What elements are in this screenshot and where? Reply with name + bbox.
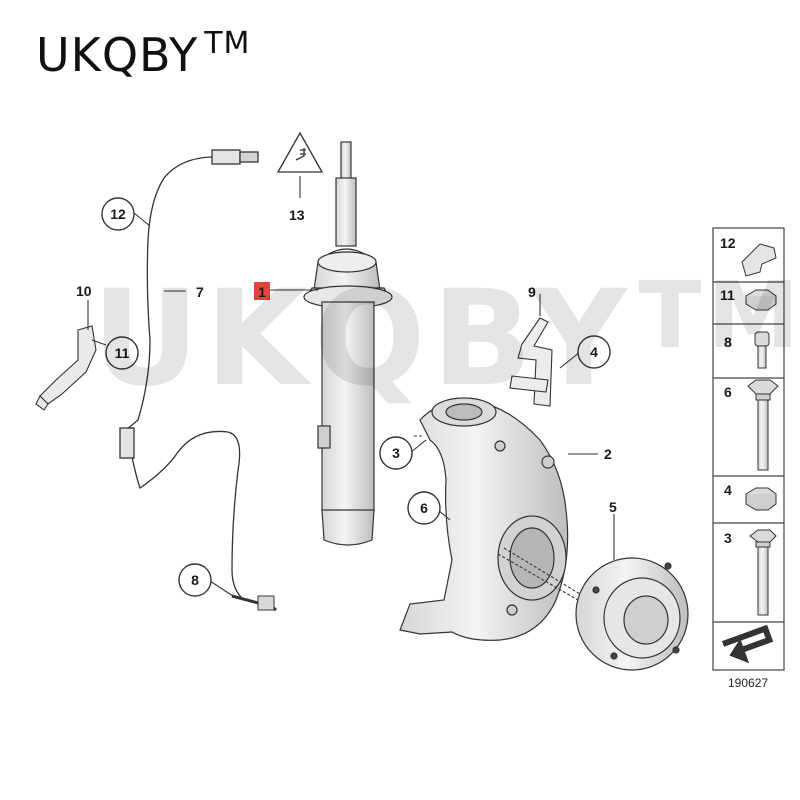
callout-4: 4	[577, 335, 611, 369]
callout-8: 8	[178, 563, 212, 597]
svg-text:10: 10	[76, 283, 92, 299]
bracket	[35, 325, 97, 411]
svg-text:9: 9	[528, 284, 536, 300]
callout-9: 9	[528, 284, 536, 300]
callout-3: 3	[379, 436, 413, 470]
svg-text:8: 8	[724, 334, 732, 350]
svg-text:4: 4	[590, 344, 598, 360]
leader-lines	[87, 176, 615, 599]
drawing-number: 190627	[728, 676, 769, 690]
legend-row-12: 12	[720, 235, 777, 277]
svg-text:2: 2	[604, 446, 612, 462]
assembly-lines	[414, 435, 581, 601]
svg-text:6: 6	[724, 384, 732, 400]
svg-text:7: 7	[196, 284, 204, 300]
direction-arrow-icon	[716, 624, 781, 667]
callout-12: 12	[101, 197, 135, 231]
shock-absorber	[303, 141, 393, 546]
svg-text:4: 4	[724, 482, 732, 498]
svg-text:3: 3	[392, 445, 400, 461]
warning-triangle-icon	[276, 131, 324, 173]
brand-name: UKQBY	[36, 28, 199, 82]
brand-trademark: TM	[204, 26, 251, 61]
svg-text:12: 12	[720, 235, 736, 251]
callout-6: 6	[407, 491, 441, 525]
legend-row-11: 11	[720, 287, 777, 311]
legend-row-3: 3	[724, 529, 777, 616]
svg-text:1: 1	[258, 284, 266, 300]
svg-text:5: 5	[609, 499, 617, 515]
wheel-hub	[575, 557, 689, 671]
callout-2: 2	[604, 446, 612, 462]
sensor-bracket	[509, 317, 553, 407]
callout-13: 13	[289, 207, 305, 223]
svg-text:12: 12	[110, 206, 126, 222]
callout-5: 5	[609, 499, 617, 515]
wire-harness	[119, 149, 277, 612]
svg-text:3: 3	[724, 530, 732, 546]
legend-row-8: 8	[724, 331, 770, 369]
callout-11: 11	[105, 336, 139, 370]
svg-text:13: 13	[289, 207, 305, 223]
steering-knuckle	[399, 397, 569, 641]
callout-1: 1	[254, 282, 270, 300]
legend-row-6: 6	[724, 379, 779, 471]
svg-text:11: 11	[115, 345, 130, 361]
svg-text:8: 8	[191, 572, 199, 588]
svg-text:6: 6	[420, 500, 428, 516]
svg-text:11: 11	[720, 287, 735, 303]
legend-row-4: 4	[724, 482, 777, 511]
callout-7: 7	[196, 284, 204, 300]
callout-10: 10	[76, 283, 92, 299]
